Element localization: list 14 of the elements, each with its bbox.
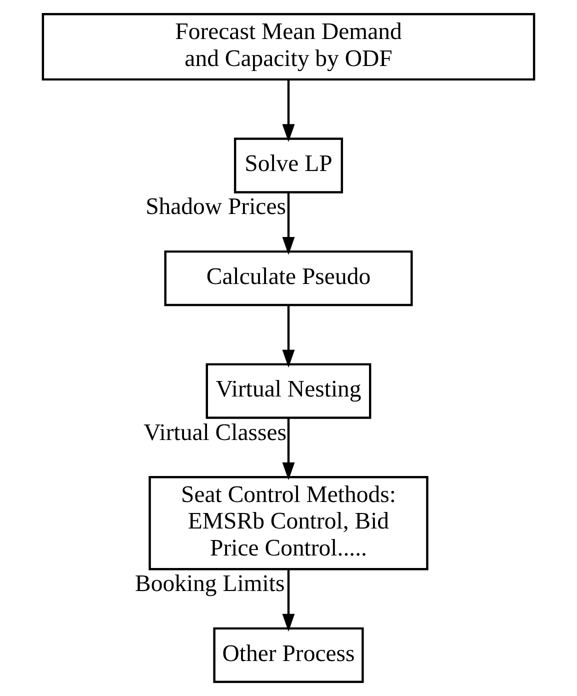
- node-box: Virtual Nesting: [206, 363, 372, 419]
- edge-label: Shadow Prices: [146, 194, 286, 220]
- node-box: Calculate Pseudo: [164, 250, 413, 306]
- node-box: Other Process: [213, 627, 364, 683]
- arrow: [282, 305, 295, 368]
- arrow: [282, 192, 295, 255]
- edge-label: Booking Limits: [135, 571, 285, 598]
- node-box: Solve LP: [234, 138, 344, 194]
- edge-label: Virtual Classes: [144, 420, 287, 446]
- node-box: Seat Control Methods: EMSRb Control, Bid Price Control.....: [148, 476, 428, 570]
- node-box: Forecast Mean Demand and Capacity by ODF: [42, 13, 536, 81]
- arrow: [282, 80, 295, 142]
- arrow: [282, 570, 295, 632]
- arrow: [282, 418, 295, 480]
